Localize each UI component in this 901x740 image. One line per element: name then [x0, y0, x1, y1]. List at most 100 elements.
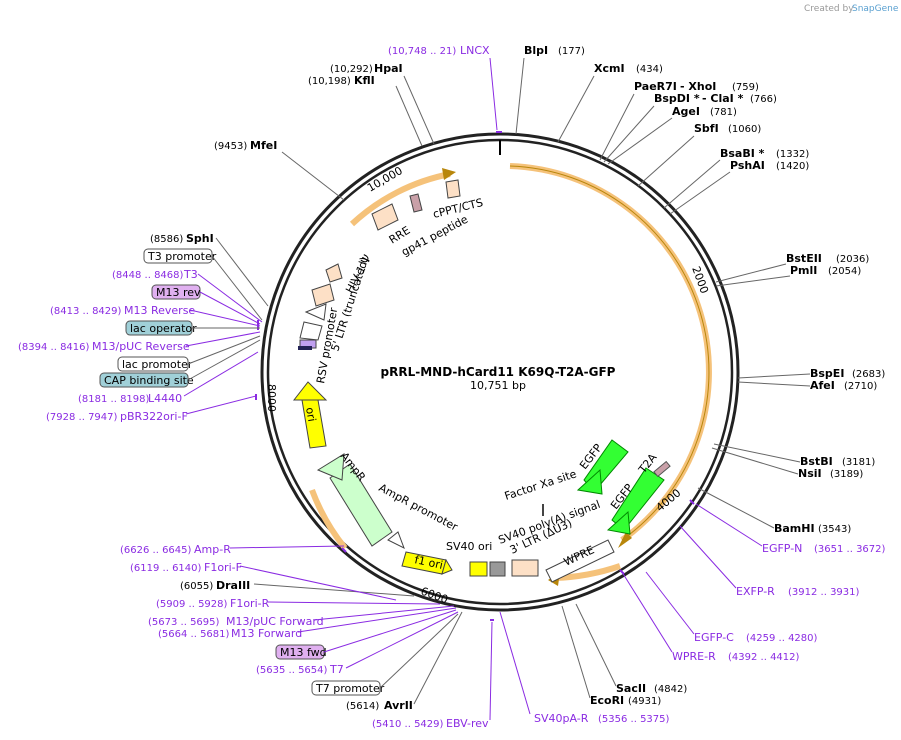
site-pos-bspei: (2683): [852, 369, 885, 380]
site-m13puc-reverse[interactable]: M13/pUC Reverse: [92, 340, 190, 353]
site-pos-l4440: (8181 .. 8198): [78, 394, 150, 405]
site-bsteii[interactable]: BstEII: [786, 252, 822, 265]
site-m13-reverse[interactable]: M13 Reverse: [124, 304, 195, 317]
site-egfp-n[interactable]: EGFP-N: [762, 542, 802, 555]
ltr-arc: [349, 171, 451, 227]
site-pos-m13puc-forward: (5673 .. 5695): [148, 617, 220, 628]
site-f1ori-r[interactable]: F1ori-R: [230, 597, 270, 610]
site-pos-egfp-n: (3651 .. 3672): [814, 544, 886, 555]
site-clai[interactable]: - ClaI *: [702, 92, 744, 105]
site-pbr322ori-f[interactable]: pBR322ori-F: [120, 410, 188, 423]
tick-6000: 6000: [419, 585, 450, 607]
site-agei[interactable]: AgeI: [672, 105, 700, 118]
label-ori: ori: [303, 406, 318, 422]
site-sacii[interactable]: SacII: [616, 682, 646, 695]
site-lncx[interactable]: LNCX: [460, 44, 490, 57]
rsv-arrow: [304, 303, 327, 321]
site-pos-sacii: (4842): [654, 684, 687, 695]
site-pos-ecori: (4931): [628, 696, 661, 707]
site-t3-promoter[interactable]: T3 promoter: [147, 250, 217, 263]
ltr-arrow-head: [442, 168, 456, 180]
site-bspdi[interactable]: BspDI *: [654, 92, 700, 105]
site-t7-promoter[interactable]: T7 promoter: [315, 682, 385, 695]
site-exfp-r[interactable]: EXFP-R: [736, 585, 775, 598]
label-ampr-promoter: AmpR promoter: [377, 481, 461, 534]
site-kfli[interactable]: KflI: [354, 74, 375, 87]
site-pos-amp-r: (6626 .. 6645): [120, 545, 192, 556]
site-cap-binding[interactable]: CAP binding site: [104, 374, 194, 387]
site-pshai[interactable]: PshAI: [730, 159, 765, 172]
site-amp-r[interactable]: Amp-R: [194, 543, 231, 556]
label-f1-ori: f1 ori: [413, 553, 444, 572]
site-hpai[interactable]: HpaI: [374, 62, 403, 75]
backbone-outer: [260, 132, 740, 612]
leader-xcmi: [557, 75, 595, 143]
site-bsabi[interactable]: BsaBI *: [720, 147, 765, 160]
site-nsii[interactable]: NsiI: [798, 467, 822, 480]
box-t3-promoter: [143, 248, 213, 264]
site-ecori[interactable]: EcoRI: [590, 694, 624, 707]
site-pos-bamhi: (3543): [818, 524, 851, 535]
site-pmli[interactable]: PmlI: [790, 264, 817, 277]
site-pos-agei: (781): [710, 107, 737, 118]
site-t3[interactable]: T3: [183, 268, 198, 281]
3ltr-box: [511, 559, 539, 577]
leader-lncx: [489, 57, 498, 131]
site-pos-mfei: (9453): [214, 141, 247, 152]
site-pos-t7: (5635 .. 5654): [256, 665, 328, 676]
site-bspei[interactable]: BspEI: [810, 367, 844, 380]
label-factor-xa: Factor Xa site: [503, 467, 578, 503]
site-lac-operator[interactable]: lac operator: [130, 322, 197, 335]
hiv-psi-box-2: [325, 263, 343, 283]
site-blpi[interactable]: BlpI: [524, 44, 548, 57]
site-mfei[interactable]: MfeI: [250, 139, 277, 152]
site-draiii[interactable]: DraIII: [216, 579, 250, 592]
site-egfp-c[interactable]: EGFP-C: [694, 631, 734, 644]
site-xcmi[interactable]: XcmI: [594, 62, 625, 75]
plasmid-size: 10,751 bp: [470, 379, 526, 392]
site-avrii[interactable]: AvrII: [384, 699, 413, 712]
site-sv40pa-r[interactable]: SV40pA-R: [534, 712, 589, 725]
site-afei[interactable]: AfeI: [810, 379, 835, 392]
site-pos-f1ori-r: (5909 .. 5928): [156, 599, 228, 610]
site-xhoi[interactable]: - XhoI: [680, 80, 716, 93]
site-pos-sphi: (8586): [150, 234, 183, 245]
site-pos-draiii: (6055): [180, 581, 213, 592]
site-l4440[interactable]: L4440: [148, 392, 182, 405]
site-pos-pmli: (2054): [828, 266, 861, 277]
wpre-box: [545, 539, 615, 583]
site-f1ori-f[interactable]: F1ori-F: [204, 561, 242, 574]
site-pos-bstbi: (3181): [842, 457, 875, 468]
site-m13-rev[interactable]: M13 rev: [156, 286, 201, 299]
site-pos-m13-forward: (5664 .. 5681): [158, 629, 230, 640]
site-wpre-r[interactable]: WPRE-R: [672, 650, 716, 663]
site-m13-fwd[interactable]: M13 fwd: [280, 646, 327, 659]
f1-ori-head: [441, 558, 453, 575]
site-paer7i[interactable]: PaeR7I: [634, 80, 677, 93]
lac-mark: [298, 346, 312, 350]
site-m13-forward[interactable]: M13 Forward: [231, 627, 302, 640]
site-pos-clai: (766): [750, 94, 777, 105]
site-ebv-rev[interactable]: EBV-rev: [446, 717, 489, 730]
credit-text: Created by: [804, 4, 854, 14]
site-pos-hpai: (10,292): [330, 64, 373, 75]
site-pos-sbfi: (1060): [728, 124, 761, 135]
sv40pa-grey-box: [489, 561, 506, 577]
site-pos-lncx: (10,748 .. 21): [388, 46, 456, 57]
site-pos-m13-reverse: (8413 .. 8429): [50, 306, 122, 317]
insert-arrow-head: [618, 532, 632, 548]
site-pos-m13puc-reverse: (8394 .. 8416): [18, 342, 90, 353]
site-sbfi[interactable]: SbfI: [694, 122, 719, 135]
site-t7[interactable]: T7: [329, 663, 344, 676]
site-sphi[interactable]: SphI: [186, 232, 214, 245]
tick-8000: 8000: [265, 384, 278, 412]
site-pos-exfp-r: (3912 .. 3931): [788, 587, 860, 598]
site-m13puc-forward[interactable]: M13/pUC Forward: [226, 615, 324, 628]
site-lac-promoter[interactable]: lac promoter: [122, 358, 193, 371]
ampr-arc: [309, 488, 348, 550]
ampr-arrow-head: [316, 453, 345, 481]
site-bstbi[interactable]: BstBI: [800, 455, 833, 468]
site-bamhi[interactable]: BamHI: [774, 522, 815, 535]
